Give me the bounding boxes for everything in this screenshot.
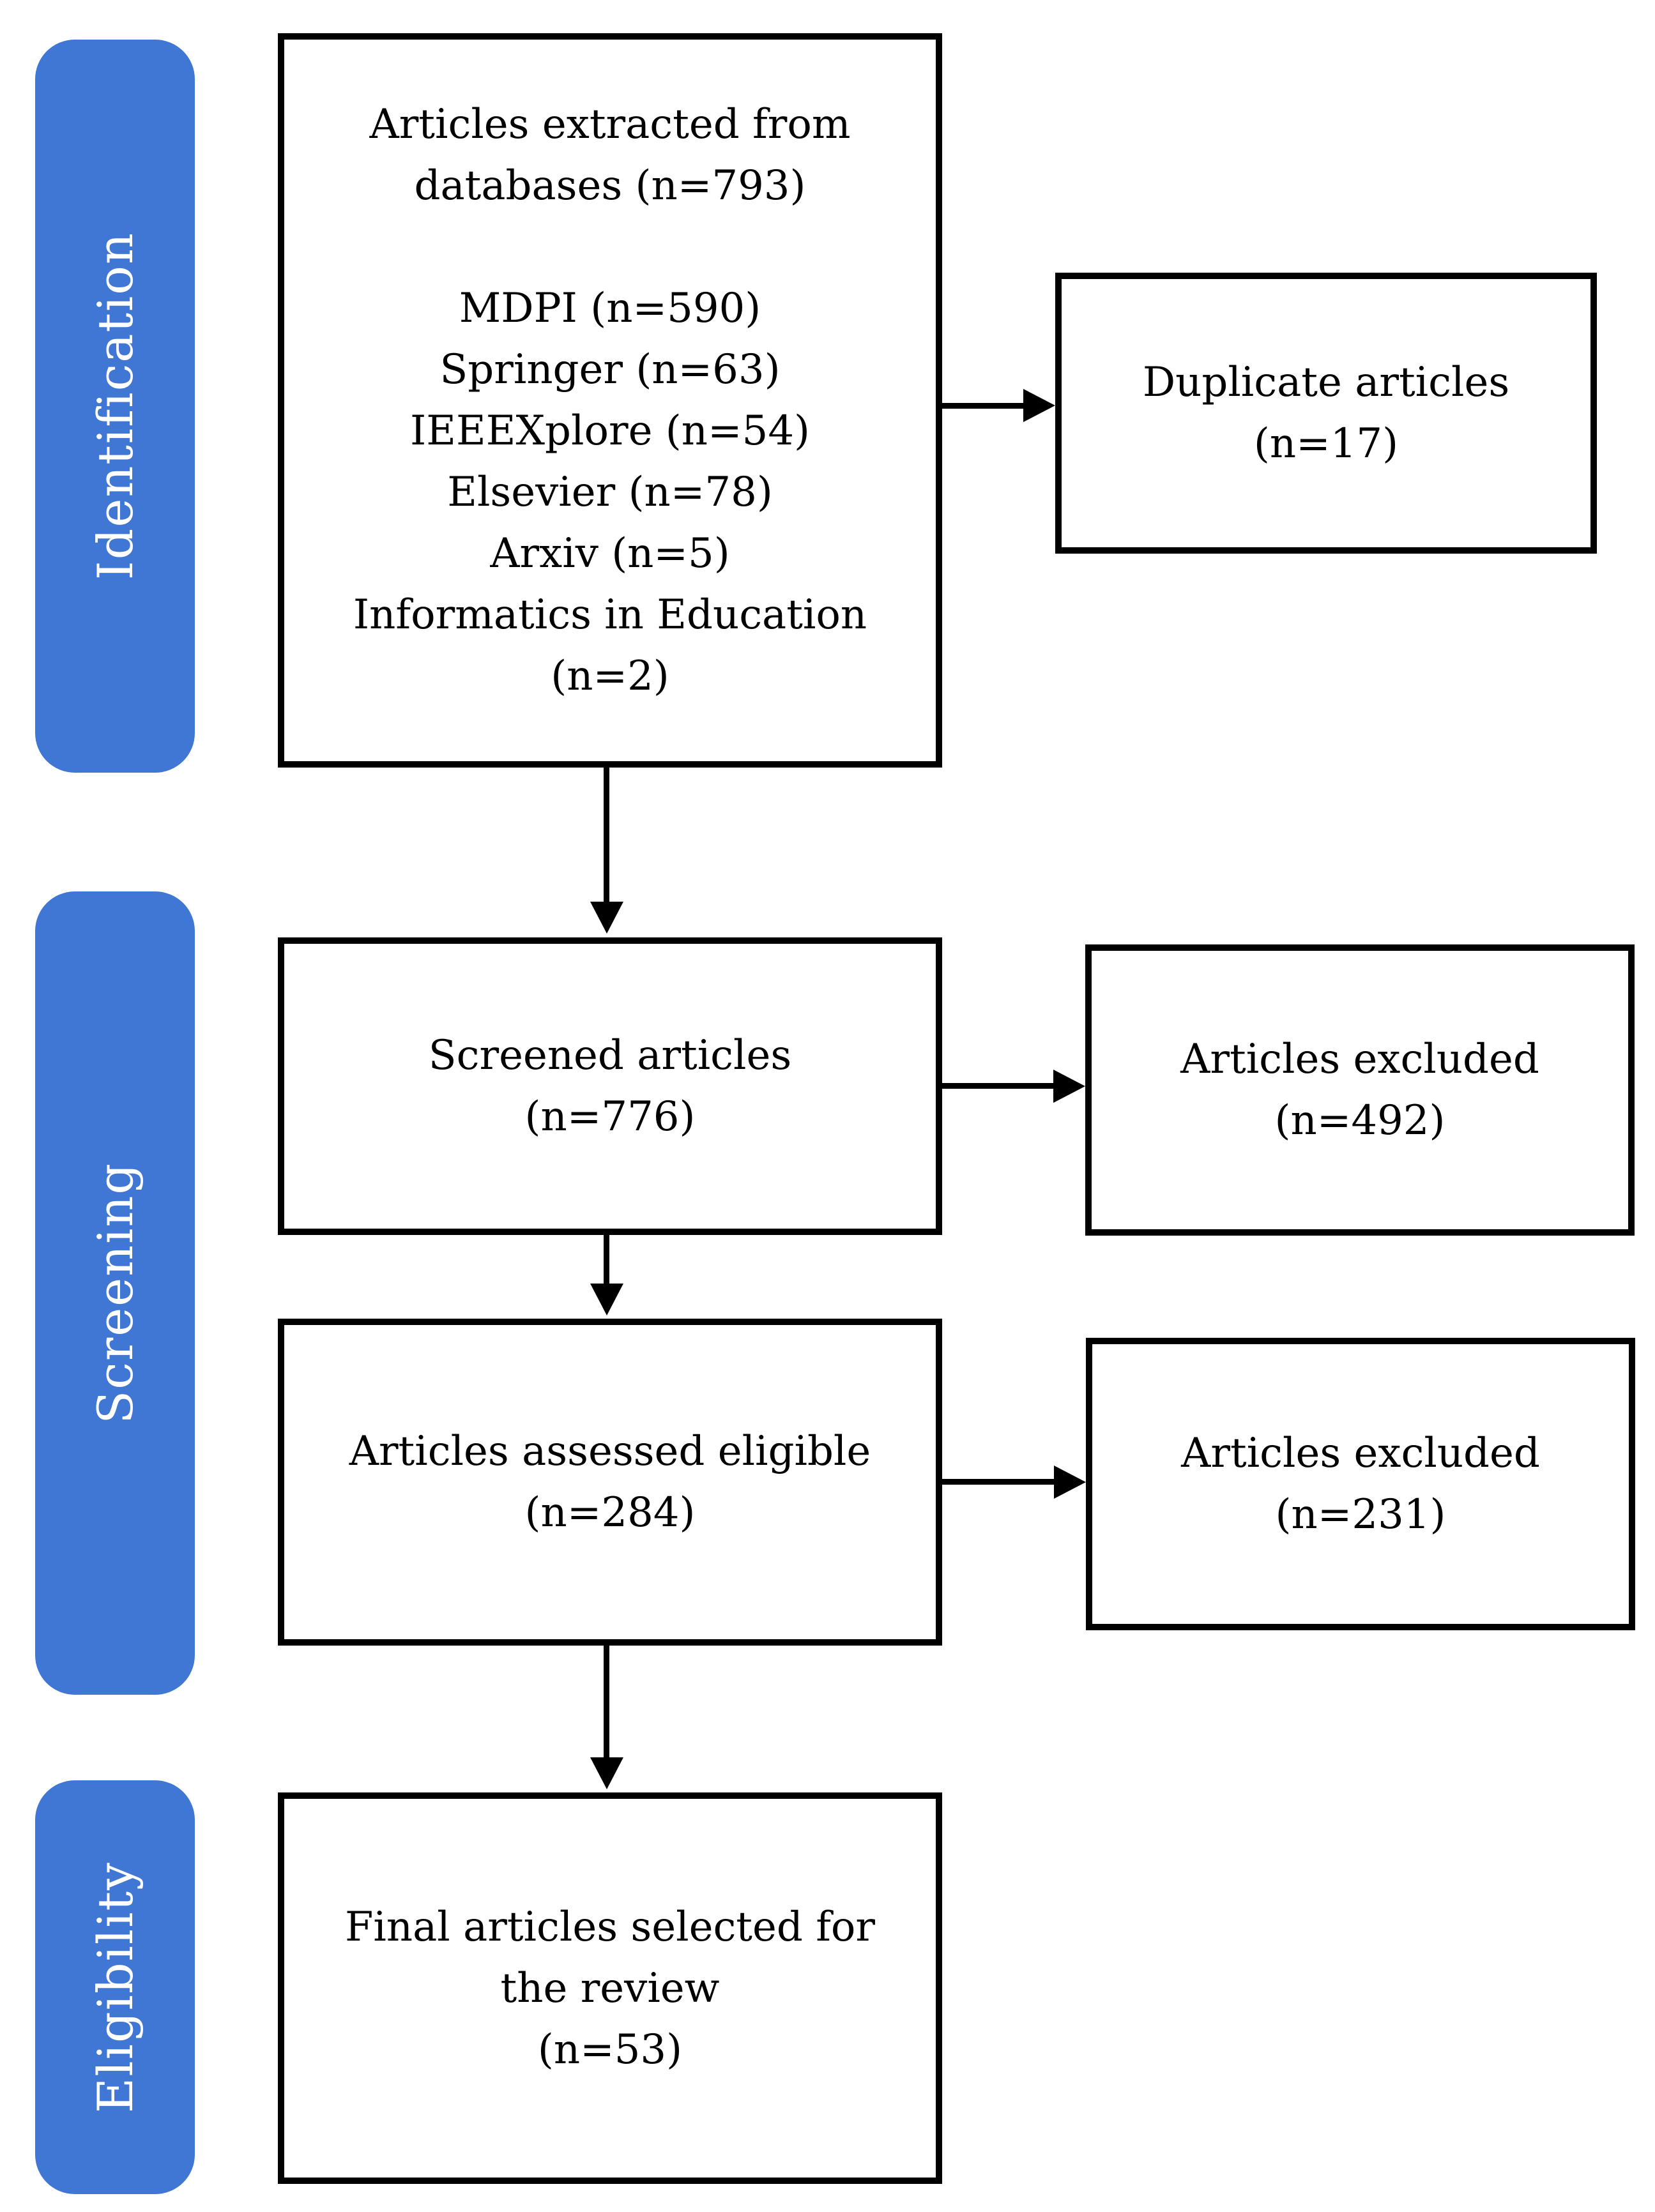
box-text-line: Informatics in Education bbox=[353, 591, 867, 639]
stage-screening-label: Screening bbox=[86, 1162, 144, 1424]
box-text-line: MDPI (n=590) bbox=[459, 285, 761, 332]
arrow-right-icon bbox=[1053, 1070, 1085, 1103]
box-text-line: Articles assessed eligible bbox=[349, 1428, 871, 1475]
box-text-line: (n=53) bbox=[537, 2026, 683, 2073]
box-text-line: Elsevier (n=78) bbox=[447, 469, 773, 516]
arrow-down-icon bbox=[590, 902, 623, 934]
arrow-assessed-to-final-stem bbox=[604, 1646, 609, 1757]
box-duplicate-articles: Duplicate articles (n=17) bbox=[1055, 273, 1597, 554]
box-text-line: (n=492) bbox=[1274, 1097, 1445, 1144]
box-screened-articles: Screened articles (n=776) bbox=[278, 937, 942, 1235]
box-text-line: Screened articles bbox=[428, 1032, 792, 1079]
box-articles-excluded-eligibility: Articles excluded (n=231) bbox=[1086, 1338, 1635, 1630]
box-text-line: (n=17) bbox=[1253, 420, 1399, 467]
box-articles-assessed-eligible: Articles assessed eligible (n=284) bbox=[278, 1319, 942, 1646]
box-text-line: (n=231) bbox=[1275, 1491, 1446, 1538]
stage-eligibility: Eligibility bbox=[35, 1780, 195, 2194]
box-text-line: (n=776) bbox=[524, 1093, 696, 1140]
arrow-assessed-to-excluded-stem bbox=[942, 1479, 1054, 1485]
box-text-line: (n=2) bbox=[551, 653, 669, 700]
box-text-line: the review bbox=[500, 1964, 720, 2012]
arrow-extracted-to-duplicates-stem bbox=[942, 403, 1023, 409]
box-text-line: Duplicate articles bbox=[1142, 359, 1510, 406]
stage-identification: Identification bbox=[35, 40, 195, 773]
box-text-line: databases (n=793) bbox=[414, 162, 806, 209]
box-articles-extracted: Articles extracted from databases (n=793… bbox=[278, 33, 942, 768]
box-text-line: IEEEXplore (n=54) bbox=[410, 407, 810, 455]
arrow-extracted-to-screened-stem bbox=[604, 768, 609, 902]
arrow-down-icon bbox=[590, 1757, 623, 1789]
stage-eligibility-label: Eligibility bbox=[86, 1861, 144, 2114]
box-text-line: Arxiv (n=5) bbox=[490, 530, 730, 577]
box-text-line: Articles excluded bbox=[1180, 1036, 1539, 1083]
arrow-screened-to-excluded-stem bbox=[942, 1083, 1053, 1089]
arrow-right-icon bbox=[1023, 389, 1055, 422]
box-text-line: Final articles selected for bbox=[345, 1903, 875, 1951]
box-text-line: Articles extracted from bbox=[369, 101, 851, 148]
box-text-line: (n=284) bbox=[524, 1489, 696, 1536]
arrow-down-icon bbox=[590, 1284, 623, 1315]
stage-screening: Screening bbox=[35, 891, 195, 1695]
stage-identification-label: Identification bbox=[86, 232, 144, 580]
box-text-line: Articles excluded bbox=[1181, 1430, 1540, 1477]
box-articles-excluded-screening: Articles excluded (n=492) bbox=[1085, 944, 1635, 1236]
box-final-articles-selected: Final articles selected for the review (… bbox=[278, 1792, 942, 2184]
arrow-screened-to-assessed-stem bbox=[604, 1235, 609, 1284]
arrow-right-icon bbox=[1054, 1466, 1086, 1499]
box-text-line: Springer (n=63) bbox=[439, 346, 781, 393]
